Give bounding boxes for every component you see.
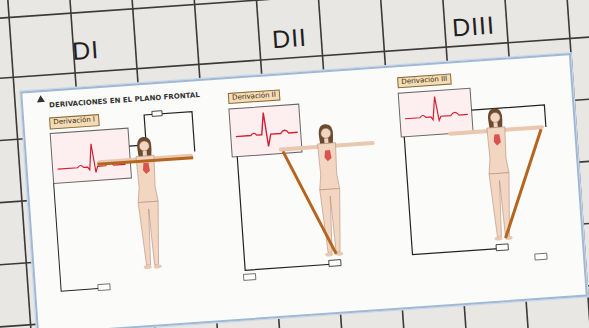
handwritten-label: DIII	[451, 11, 496, 43]
lead-tag: Derivación III	[397, 73, 452, 88]
card-title: DERIVACIONES EN EL PLANO FRONTAL	[49, 91, 200, 110]
lead-name: Derivación III	[401, 75, 447, 86]
handwritten-label: DII	[271, 23, 308, 54]
lead-name: Derivación I	[53, 116, 95, 127]
printed-card: DERIVACIONES EN EL PLANO FRONTAL Derivaci…	[20, 53, 588, 328]
lead-name: Derivación II	[232, 91, 276, 102]
lead-tag: Derivación II	[228, 89, 281, 104]
lead-tag: Derivación I	[49, 114, 99, 129]
lead-illustration	[22, 55, 585, 328]
handwritten-label: DI	[71, 35, 100, 66]
